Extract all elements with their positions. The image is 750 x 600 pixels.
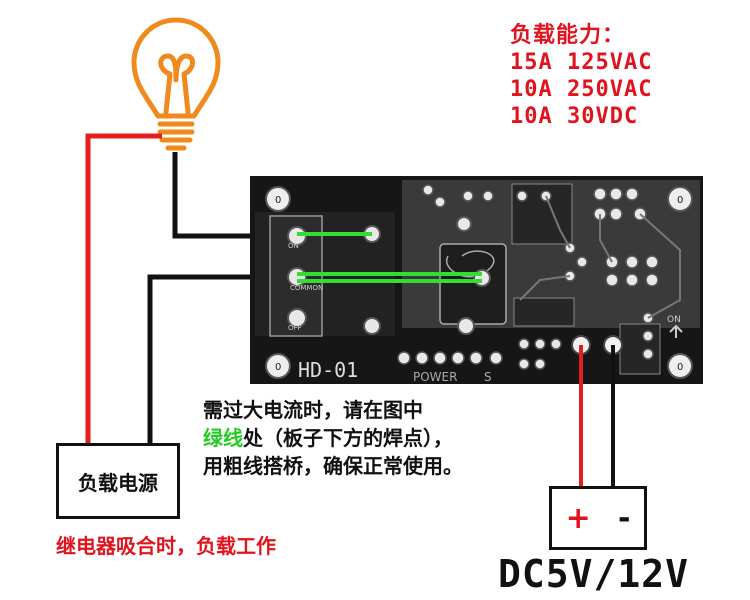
load-capacity-line: 10A 250VAC: [510, 77, 653, 102]
bridge-note: 需过大电流时，请在图中 绿线处（板子下方的焊点）， 用粗线搭桥，确保正常使用。: [203, 396, 463, 480]
load-capacity-title: 负载能力：: [510, 23, 626, 48]
hole-label-bl: 0: [275, 362, 281, 373]
load-power-box: 负载电源: [56, 443, 180, 519]
black-wire-bulb: [172, 152, 270, 239]
note-line-3: 用粗线搭桥，确保正常使用。: [203, 454, 463, 478]
board-power-label: POWER: [413, 370, 457, 384]
dc-plus-label: +: [565, 500, 591, 536]
load-power-label: 负载电源: [78, 470, 158, 495]
dc-minus-label: -: [617, 500, 631, 536]
dc-input-box: + -: [549, 486, 647, 550]
board-model-label: HD-01: [298, 358, 358, 382]
terminal-common-label: COMMON: [290, 284, 323, 292]
relay-caption: 继电器吸合时，负载工作: [56, 534, 276, 558]
note-green-word: 绿线: [203, 426, 243, 450]
load-capacity-spec: 负载能力： 15A 125VAC 10A 250VAC 10A 30VDC: [510, 22, 652, 130]
note-line-2: 绿线处（板子下方的焊点），: [203, 424, 463, 452]
terminal-off-label: OFF: [288, 324, 302, 332]
red-wire-load: [85, 133, 162, 445]
note-line-1: 需过大电流时，请在图中: [203, 398, 423, 422]
dc-voltage-label: DC5V/12V: [498, 552, 690, 596]
load-capacity-line: 15A 125VAC: [510, 50, 653, 75]
board-s-label: S: [484, 370, 492, 384]
board-on-label: ON: [667, 315, 681, 325]
hole-label-tl: 0: [275, 195, 281, 206]
load-capacity-line: 10A 30VDC: [510, 104, 639, 129]
note-line-2-rest: 处（板子下方的焊点），: [243, 426, 453, 450]
hole-label-br: 0: [677, 362, 683, 373]
black-wire-common: [147, 274, 270, 445]
terminal-on-label: ON: [288, 242, 299, 250]
hole-label-tr: 0: [677, 195, 683, 206]
light-bulb-icon: [131, 17, 221, 151]
